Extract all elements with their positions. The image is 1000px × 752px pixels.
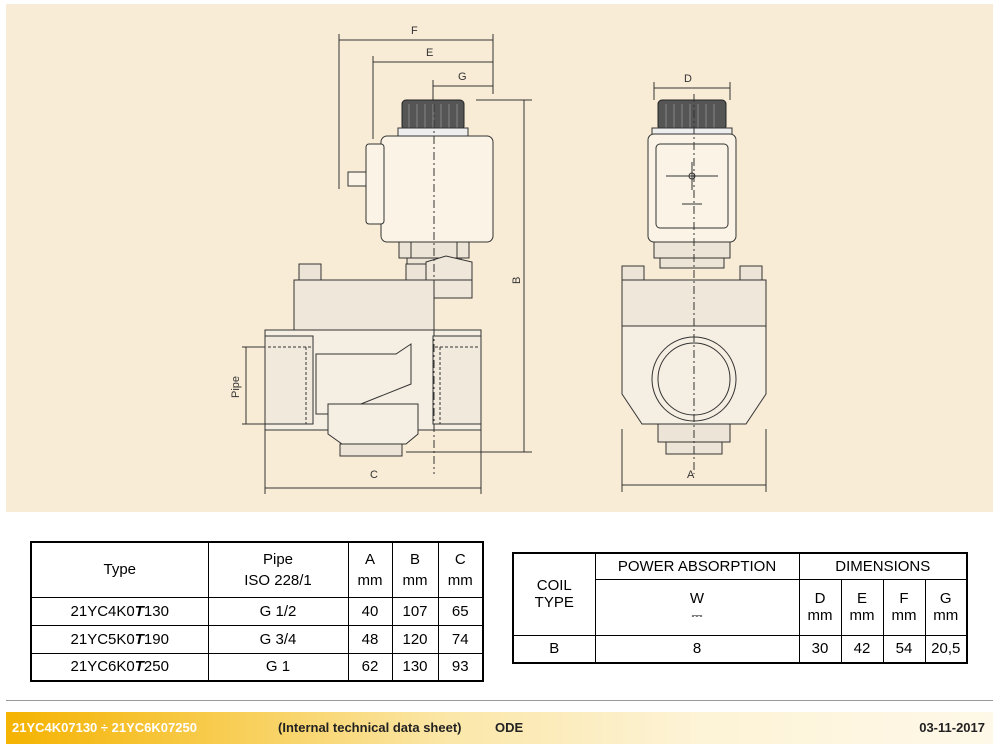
table-header-row: Type Pipe ISO 228/1 A mm B mm C mm: [30, 541, 484, 598]
type-suffix: 250: [143, 658, 169, 676]
dim-label-a: A: [687, 469, 695, 481]
cell-c: 74: [437, 624, 484, 654]
footer-description: (Internal technical data sheet): [278, 720, 462, 735]
dim-label-e: E: [426, 47, 433, 59]
cell-e: 42: [840, 634, 884, 664]
dc-symbol-icon: ⎓: [691, 607, 703, 623]
header-d: D mm: [798, 578, 842, 636]
header-type: Type: [30, 541, 209, 598]
dim-label-g: G: [458, 71, 467, 83]
header-d-label: D: [814, 590, 826, 607]
cell-f: 54: [882, 634, 926, 664]
header-pipe-line1: Pipe: [262, 550, 294, 568]
cell-type: 21YC4K0T130: [30, 596, 209, 626]
header-f-unit: mm: [891, 607, 917, 624]
cell-b: 130: [391, 652, 439, 682]
cell-pipe: G 3/4: [207, 624, 349, 654]
cell-g: 20,5: [924, 634, 968, 664]
header-coil-line2: TYPE: [534, 594, 574, 612]
technical-drawing: F E G D C A B Pipe: [6, 4, 993, 512]
header-a: A mm: [347, 541, 393, 598]
dim-label-pipe: Pipe: [230, 376, 242, 398]
header-w: W ⎓: [594, 578, 800, 636]
type-prefix: 21YC4K0: [70, 602, 135, 620]
type-prefix: 21YC6K0: [70, 658, 135, 676]
cell-a: 62: [347, 652, 393, 682]
valve-drawing-svg: F E G D C A B Pipe: [230, 25, 767, 494]
type-mid: T: [134, 602, 144, 620]
cell-pipe: G 1/2: [207, 596, 349, 626]
header-g: G mm: [924, 578, 968, 636]
footer-date: 03-11-2017: [919, 720, 985, 735]
type-mid: T: [134, 658, 144, 676]
cell-c: 93: [437, 652, 484, 682]
header-b: B mm: [391, 541, 439, 598]
type-prefix: 21YC5K0: [70, 630, 135, 648]
coil-table: COIL TYPE POWER ABSORPTION DIMENSIONS W …: [512, 552, 968, 664]
cell-c: 65: [437, 596, 484, 626]
header-e: E mm: [840, 578, 884, 636]
type-mid: T: [134, 630, 144, 648]
cell-b: 107: [391, 596, 439, 626]
header-pipe: Pipe ISO 228/1: [207, 541, 349, 598]
dim-label-b: B: [511, 277, 523, 284]
header-f-label: F: [899, 590, 909, 607]
type-suffix: 190: [143, 630, 169, 648]
header-a-unit: mm: [357, 571, 383, 589]
header-c-line1: C: [454, 550, 466, 568]
header-power-absorption: POWER ABSORPTION: [594, 552, 800, 580]
header-c-unit: mm: [447, 571, 473, 589]
table-subheader-row: W ⎓ D mm E mm F mm G mm: [513, 578, 968, 636]
dim-label-f: F: [411, 25, 418, 37]
table-row: 21YC5K0T190 G 3/4 48 120 74: [30, 624, 484, 654]
header-f: F mm: [882, 578, 926, 636]
type-suffix: 130: [143, 602, 169, 620]
cell-type: 21YC5K0T190: [30, 624, 209, 654]
header-e-unit: mm: [849, 607, 875, 624]
header-coil-type: COIL TYPE: [512, 552, 596, 636]
footer-brand: ODE: [495, 720, 524, 735]
header-pipe-line2: ISO 228/1: [244, 571, 312, 589]
cell-a: 48: [347, 624, 393, 654]
table-row: B 8 30 42 54 20,5: [512, 634, 968, 664]
header-b-line1: B: [409, 550, 420, 568]
header-e-label: E: [856, 590, 867, 607]
header-g-unit: mm: [933, 607, 959, 624]
header-d-unit: mm: [807, 607, 833, 624]
header-w-label: W: [689, 590, 705, 607]
type-dimensions-table: Type Pipe ISO 228/1 A mm B mm C mm 21YC4…: [30, 541, 484, 682]
cell-power: 8: [594, 634, 800, 664]
footer-bar: 21YC4K07130 ÷ 21YC6K07250 (Internal tech…: [6, 712, 993, 744]
cell-d: 30: [798, 634, 842, 664]
cell-b: 120: [391, 624, 439, 654]
header-dimensions: DIMENSIONS: [798, 552, 968, 580]
cell-type: 21YC6K0T250: [30, 652, 209, 682]
header-a-line1: A: [364, 550, 375, 568]
footer-divider: [6, 700, 993, 701]
cell-pipe: G 1: [207, 652, 349, 682]
header-b-unit: mm: [402, 571, 428, 589]
table-row: 21YC6K0T250 G 1 62 130 93: [30, 652, 484, 682]
cell-coil: B: [512, 634, 596, 664]
dim-label-d: D: [684, 73, 692, 85]
header-c: C mm: [437, 541, 484, 598]
table-row: 21YC4K0T130 G 1/2 40 107 65: [30, 596, 484, 626]
dim-label-c: C: [370, 469, 378, 481]
header-g-label: G: [939, 590, 952, 607]
table-header-row: COIL TYPE POWER ABSORPTION DIMENSIONS: [512, 552, 968, 636]
footer-product-code: 21YC4K07130 ÷ 21YC6K07250: [12, 720, 197, 735]
cell-a: 40: [347, 596, 393, 626]
header-coil-line1: COIL: [536, 577, 572, 595]
